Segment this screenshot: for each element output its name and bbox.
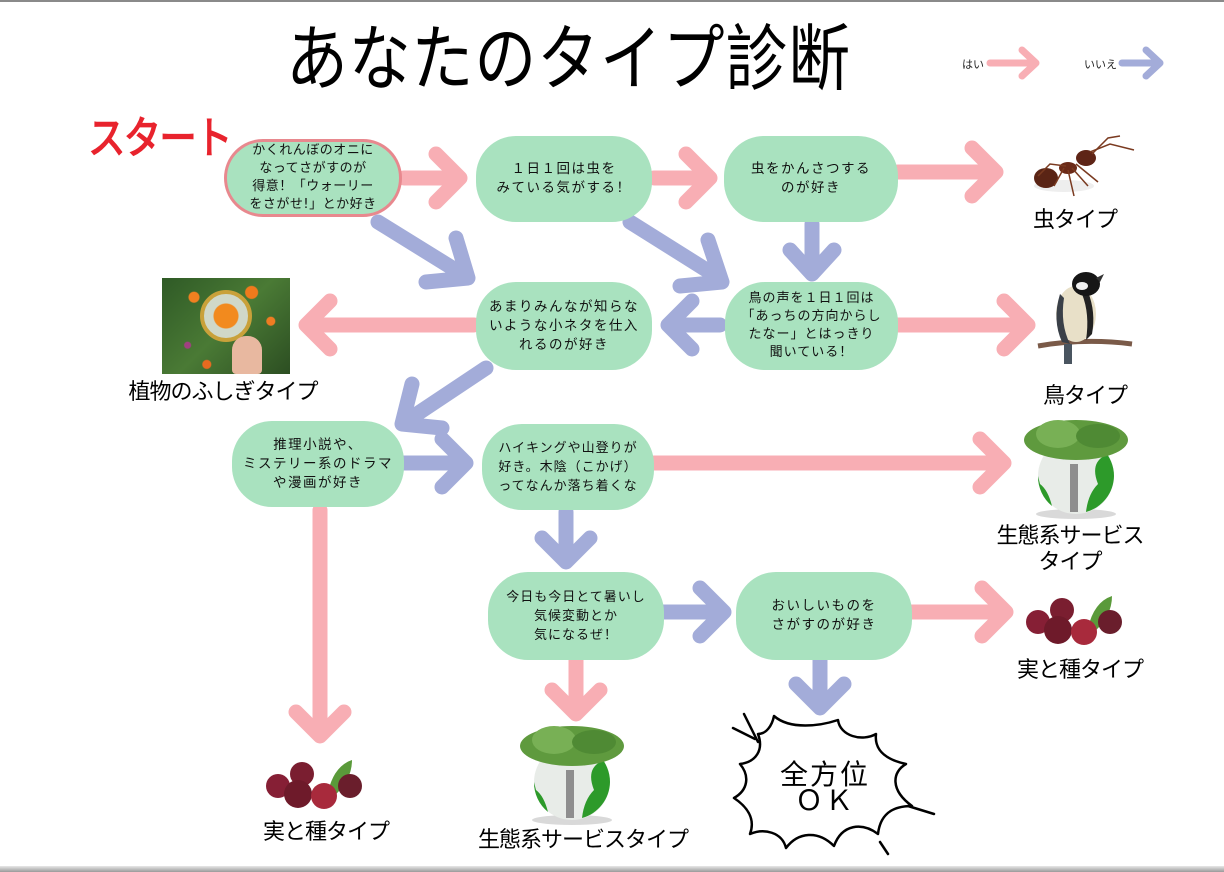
question-node-q5[interactable]: 鳥の声を１日１回は 「あっちの方向からし たなー」とはっきり 聞いている！ [725, 282, 898, 370]
question-node-q2[interactable]: １日１回は虫を みている気がする！ [476, 136, 652, 222]
bird-photo [1037, 272, 1133, 364]
bayberry-photo-2 [266, 760, 362, 809]
result-label-plant: 植物のふしぎタイプ [128, 380, 318, 405]
arrow-q6-no [396, 431, 474, 495]
result-label-eco-2: 生態系サービスタイプ [477, 828, 689, 853]
arrow-q8-yes [544, 652, 608, 722]
arrow-q2-no [622, 214, 730, 294]
arrow-q8-no [654, 580, 732, 644]
question-node-q8[interactable]: 今日も今日とて暑いし 気候変動とか 気になるぜ！ [488, 572, 664, 660]
arrow-q6-yes [288, 502, 352, 744]
magnifier-flower-photo [162, 278, 290, 374]
legend-no-label: いいえ [1084, 58, 1117, 71]
legend-yes-label: はい [962, 58, 984, 71]
question-node-q1[interactable]: かくれんぼのオニに なってさがすのが 得意！「ウォーリー をさがせ!」とか好き [224, 139, 402, 217]
arrow-q9-no [788, 652, 852, 716]
arrow-q1-yes [396, 146, 468, 210]
burst-bubble-icon [732, 714, 914, 850]
arrow-q5-no [660, 293, 728, 357]
arrow-q9-yes [904, 580, 1014, 644]
page-title: あなたのタイプ診断 [286, 17, 852, 101]
arrow-q3-no [782, 216, 842, 282]
window-top-border [0, 0, 1224, 2]
start-label: スタート [88, 113, 233, 164]
arrow-q1-no [370, 214, 476, 290]
arrow-q5-yes [890, 293, 1036, 357]
result-label-eco-1: 生態系サービス タイプ [996, 524, 1144, 575]
window-bottom-border [0, 866, 1224, 872]
bayberry-photo [1026, 596, 1122, 645]
legend-yes-arrow [986, 46, 1040, 80]
hand-shape [232, 336, 262, 374]
question-node-q7[interactable]: ハイキングや山登りが 好き。木陰（こかげ） ってなんか落ち着くな [482, 424, 654, 510]
question-node-q9[interactable]: おいしいものを さがすのが好き [736, 572, 912, 660]
arrow-q4-yes [298, 293, 482, 357]
arrow-q3-yes [890, 140, 1004, 204]
burst-lines-icon [731, 712, 936, 856]
result-label-all: 全方位 ＯＫ [779, 758, 870, 817]
result-label-bird: 鳥タイプ [1042, 384, 1128, 409]
arrow-q7-yes [646, 431, 1012, 495]
magnifier-icon [200, 290, 252, 342]
result-label-fruit-1: 実と種タイプ [1016, 658, 1144, 683]
result-label-insect: 虫タイプ [1032, 208, 1118, 233]
question-node-q3[interactable]: 虫をかんさつする のが好き [724, 136, 898, 222]
question-node-q4[interactable]: あまりみんなが知らな いような小ネタを仕入 れるのが好き [476, 282, 652, 370]
globe-tree-photo [1024, 420, 1128, 519]
question-node-q6[interactable]: 推理小説や、 ミステリー系のドラマ や漫画が好き [232, 421, 404, 507]
arrow-q7-no [534, 504, 598, 570]
legend-no-arrow [1118, 46, 1164, 80]
result-label-fruit-2: 実と種タイプ [262, 820, 390, 845]
ant-photo [1034, 135, 1135, 197]
arrow-q4-no [394, 360, 494, 436]
arrow-q2-yes [646, 146, 718, 210]
globe-tree-photo-2 [520, 726, 624, 825]
